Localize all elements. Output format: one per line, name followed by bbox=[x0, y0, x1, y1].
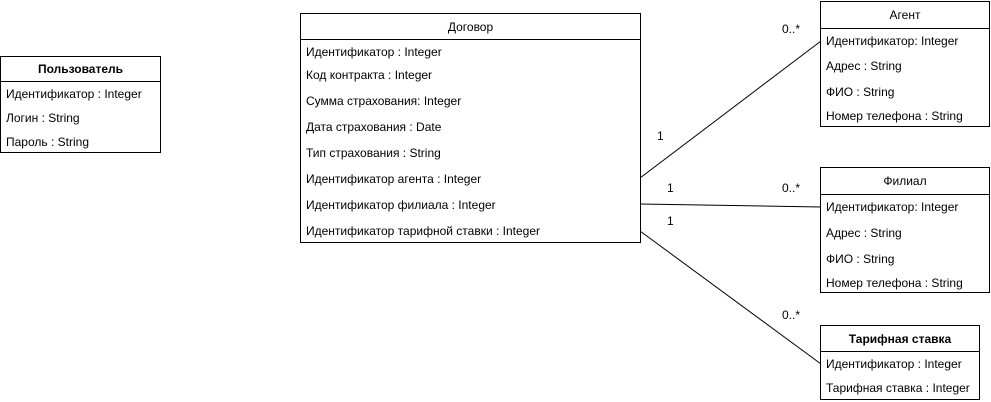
attribute: Идентификатор : Integer bbox=[6, 87, 142, 101]
class-title: Агент bbox=[821, 2, 989, 29]
multiplicity-branch-from: 1 bbox=[667, 181, 674, 195]
class-user[interactable]: Пользователь Идентификатор : Integer Лог… bbox=[0, 56, 161, 153]
class-rate[interactable]: Тарифная ставка Идентификатор : Integer … bbox=[820, 325, 980, 400]
attribute: Идентификатор: Integer bbox=[826, 200, 959, 214]
multiplicity-rate-from: 1 bbox=[667, 214, 674, 228]
attribute: Идентификатор : Integer bbox=[826, 357, 962, 371]
attribute: Идентификатор: Integer bbox=[826, 34, 959, 48]
class-title: Договор bbox=[301, 14, 640, 40]
attribute: Тарифная ставка : Integer bbox=[826, 381, 970, 395]
class-title: Филиал bbox=[821, 168, 989, 195]
class-title: Тарифная ставка bbox=[821, 326, 979, 352]
multiplicity-branch-to: 0..* bbox=[782, 181, 801, 195]
attribute: ФИО : String bbox=[826, 85, 895, 99]
multiplicity-agent-from: 1 bbox=[657, 129, 664, 143]
attribute: Код контракта : Integer bbox=[306, 68, 433, 82]
attribute: Адрес : String bbox=[826, 59, 902, 73]
class-branch[interactable]: Филиал Идентификатор: Integer Адрес : St… bbox=[820, 167, 990, 293]
class-title: Пользователь bbox=[1, 57, 160, 82]
association-line-branch bbox=[639, 203, 822, 208]
class-contract[interactable]: Договор Идентификатор : Integer Код конт… bbox=[300, 13, 641, 243]
attribute: Идентификатор агента : Integer bbox=[306, 172, 482, 186]
attribute: Идентификатор : Integer bbox=[306, 45, 442, 59]
attribute: Логин : String bbox=[6, 111, 80, 125]
attribute: Тип страхования : String bbox=[306, 146, 441, 160]
attribute: Номер телефона : String bbox=[826, 109, 963, 123]
attribute: Номер телефона : String bbox=[826, 276, 963, 290]
attribute: ФИО : String bbox=[826, 252, 895, 266]
attribute: Идентификатор тарифной ставки : Integer bbox=[306, 224, 541, 238]
association-line-rate bbox=[639, 230, 822, 365]
attribute: Сумма страхования: Integer bbox=[306, 94, 462, 108]
attribute: Идентификатор филиала : Integer bbox=[306, 198, 496, 212]
multiplicity-agent-to: 0..* bbox=[782, 22, 801, 36]
multiplicity-rate-to: 0..* bbox=[782, 308, 801, 322]
attribute: Адрес : String bbox=[826, 226, 902, 240]
class-agent[interactable]: Агент Идентификатор: Integer Адрес : Str… bbox=[820, 1, 990, 127]
attribute: Дата страхования : Date bbox=[306, 120, 442, 134]
association-line-agent bbox=[639, 40, 822, 179]
attribute: Пароль : String bbox=[6, 135, 89, 149]
